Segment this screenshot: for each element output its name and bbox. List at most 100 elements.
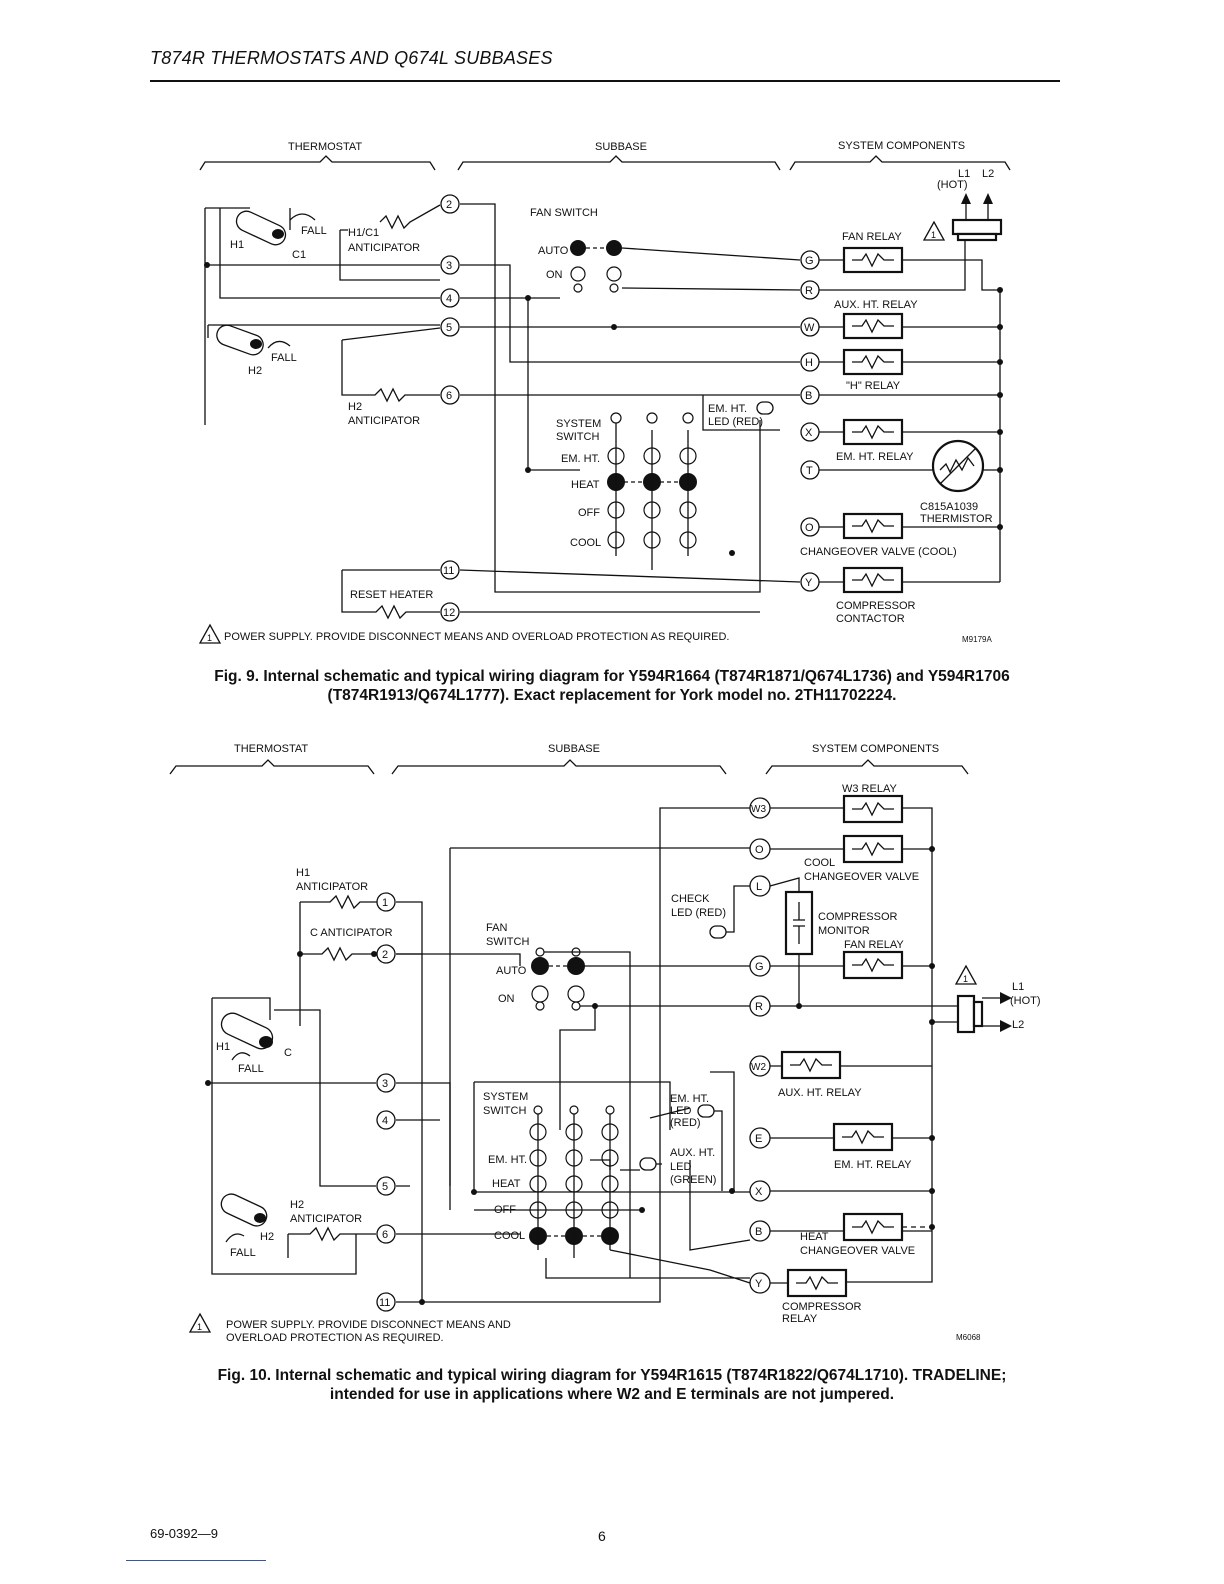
svg-text:5: 5 <box>446 322 452 334</box>
fig9-fan-switch <box>570 240 622 293</box>
fig9-system-switch-a: SYSTEM <box>556 418 601 430</box>
fig9-fall1-arrow-icon <box>289 213 316 221</box>
fig9-terminal-H: H <box>800 352 820 372</box>
fig10-hot-label: (HOT) <box>1010 995 1041 1007</box>
fig9-h1-mercury-bulb-icon <box>235 210 287 246</box>
svg-text:B: B <box>805 390 812 402</box>
fig10-fan-auto-label: AUTO <box>496 965 527 977</box>
fig9-thermistor-icon <box>931 439 985 493</box>
figure-10-diagram: THERMOSTAT SUBBASE SYSTEM COMPONENTS W3 … <box>150 730 1060 1350</box>
svg-text:W3: W3 <box>751 804 766 815</box>
figure-10-svg: THERMOSTAT SUBBASE SYSTEM COMPONENTS W3 … <box>169 743 1041 1344</box>
fig10-aux-led-b: LED <box>670 1161 691 1173</box>
svg-text:Y: Y <box>755 1278 763 1290</box>
fig10-system-switch <box>529 1105 619 1258</box>
fig10-terminal-1: 1 <box>376 892 396 912</box>
fig10-power-note-b: OVERLOAD PROTECTION AS REQUIRED. <box>226 1332 444 1344</box>
svg-text:12: 12 <box>443 607 455 619</box>
svg-text:1: 1 <box>382 897 388 909</box>
page-number: 6 <box>598 1528 606 1544</box>
fig9-terminal-O: O <box>800 517 820 537</box>
svg-text:W: W <box>804 322 815 334</box>
fig9-section-thermostat: THERMOSTAT <box>288 141 362 153</box>
fig10-terminal-3: 3 <box>376 1073 396 1093</box>
fig9-warning-note-icon: 1 <box>198 623 222 644</box>
fig9-terminal-12: 12 <box>440 602 460 622</box>
fig9-subbase-wires <box>459 203 801 613</box>
fig10-terminal-5: 5 <box>376 1176 396 1196</box>
fig9-aux-relay-label: AUX. HT. RELAY <box>834 299 918 311</box>
fig9-fan-relay-label: FAN RELAY <box>842 231 902 243</box>
fig9-terminal-X: X <box>800 422 820 442</box>
fig10-terminal-B: B <box>749 1220 771 1242</box>
fig10-sys-cool-label: COOL <box>494 1230 525 1242</box>
fig9-reset-heater-resistor-icon <box>341 569 440 620</box>
fig10-h2-mercury-bulb-icon <box>220 1193 268 1227</box>
fig9-h2-label: H2 <box>248 365 262 377</box>
fig10-aux-led-c: (GREEN) <box>670 1174 716 1186</box>
svg-text:H: H <box>805 357 813 369</box>
fig10-fan-switch-b: SWITCH <box>486 936 529 948</box>
fig10-terminal-W2: W2 <box>749 1055 771 1077</box>
header-rule <box>150 80 1060 82</box>
fig10-emht-relay-label: EM. HT. RELAY <box>834 1159 912 1171</box>
fig9-emht-relay-label: EM. HT. RELAY <box>836 451 914 463</box>
fig10-terminal-6: 6 <box>376 1224 396 1244</box>
fig9-fan-auto-label: AUTO <box>538 245 569 257</box>
fig10-check-led-a: CHECK <box>671 893 710 905</box>
fig9-reset-heater-label: RESET HEATER <box>350 589 433 601</box>
svg-text:Y: Y <box>805 577 813 589</box>
page-header-title: T874R THERMOSTATS AND Q674L SUBBASES <box>150 48 553 68</box>
footer-link-underline <box>126 1560 266 1561</box>
fig10-fall1-arrow-icon <box>231 1052 251 1061</box>
fig9-l2-label: L2 <box>982 168 994 180</box>
fig10-aux-led-a: AUX. HT. <box>670 1147 715 1159</box>
fig10-fan-relay-label: FAN RELAY <box>844 939 904 951</box>
svg-text:G: G <box>755 961 764 973</box>
fig10-emht-led-b: LED <box>670 1105 691 1117</box>
fig9-terminal-2: 2 <box>440 194 460 214</box>
fig9-thermostat-wires <box>204 207 440 425</box>
svg-text:1: 1 <box>197 1322 202 1332</box>
fig9-emht-led-wire <box>702 395 780 431</box>
fig10-h1-anticipator-b: ANTICIPATOR <box>296 881 368 893</box>
svg-text:1: 1 <box>207 633 212 643</box>
fig9-h1c1-anticipator-label: ANTICIPATOR <box>348 242 420 254</box>
fig10-h1-resistor-icon <box>300 894 378 910</box>
fig10-comp-relay-b: RELAY <box>782 1313 818 1325</box>
fig10-emht-led-icon <box>697 1104 715 1118</box>
fig9-hot-label: (HOT) <box>937 179 968 191</box>
fig10-l1-label: L1 <box>1012 981 1024 993</box>
fig9-supply-arrows <box>961 193 993 204</box>
fig9-fan-switch-label: FAN SWITCH <box>530 207 598 219</box>
fig10-h2-resistor-icon <box>288 1226 376 1242</box>
fig10-brace-system <box>765 759 969 775</box>
fig9-compressor-a: COMPRESSOR <box>836 600 916 612</box>
fig10-caption-line1: Fig. 10. Internal schematic and typical … <box>217 1367 1007 1384</box>
fig9-warning-icon: 1 <box>922 220 946 241</box>
fig9-emht-led-icon <box>756 401 774 415</box>
fig10-code: M6068 <box>956 1333 981 1342</box>
svg-text:O: O <box>755 844 764 856</box>
fig10-comp-relay-a: COMPRESSOR <box>782 1301 862 1313</box>
fig10-caption-line2: intended for use in applications where W… <box>329 1386 895 1403</box>
fig10-terminal-11: 11 <box>376 1292 396 1312</box>
fig10-cool-cv-b: CHANGEOVER VALVE <box>804 871 919 883</box>
fig9-l1-label: L1 <box>958 168 970 180</box>
fig10-fan-on-label: ON <box>498 993 515 1005</box>
svg-text:W2: W2 <box>751 1062 766 1073</box>
fig9-sys-emht-label: EM. HT. <box>561 453 600 465</box>
svg-text:2: 2 <box>446 199 452 211</box>
fig9-compressor-b: CONTACTOR <box>836 613 905 625</box>
fig10-aux-relay-label: AUX. HT. RELAY <box>778 1087 862 1099</box>
fig9-emht-led-b: LED (RED) <box>708 416 763 428</box>
fig10-c-resistor-icon <box>300 946 378 962</box>
fig10-w3-relay-label: W3 RELAY <box>842 783 897 795</box>
figure-9-svg: THERMOSTAT SUBBASE SYSTEM COMPONENTS L1 … <box>198 140 1011 644</box>
fig9-terminal-4: 4 <box>440 288 460 308</box>
fig10-fan-switch <box>531 947 585 1011</box>
fig9-changeover-label: CHANGEOVER VALVE (COOL) <box>800 546 957 558</box>
svg-text:6: 6 <box>446 390 452 402</box>
svg-text:R: R <box>755 1001 763 1013</box>
fig10-terminal-G: G <box>749 955 771 977</box>
